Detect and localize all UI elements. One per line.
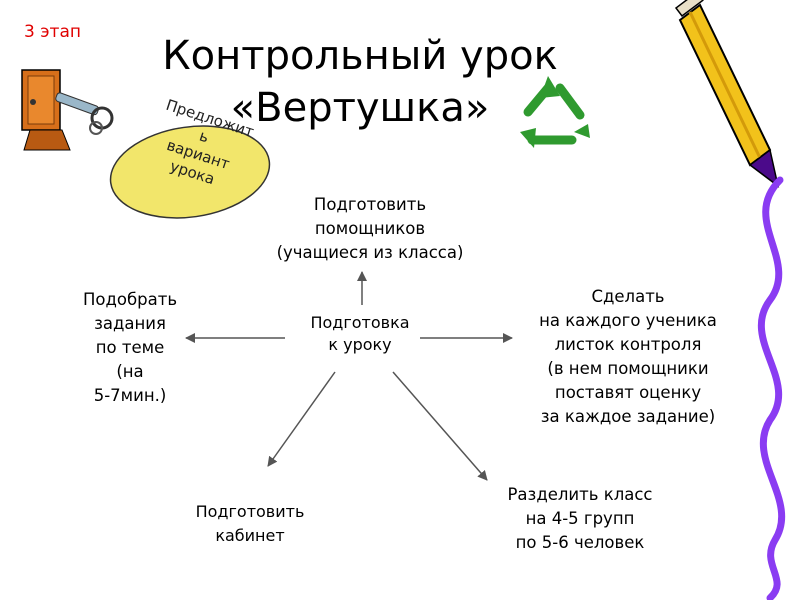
door-key-icon [21,69,114,151]
top-node: Подготовить помощников (учащиеся из клас… [230,193,510,265]
left-line: по теме [95,338,165,357]
arrow-to-bottom-left [267,371,336,467]
bottom-right-line: Разделить класс [507,485,653,504]
arrow-to-bottom-right [392,371,488,481]
pencil-icon [674,0,780,188]
bottom-left-line: Подготовить [195,502,305,521]
ribbon-decoration [757,176,785,600]
right-line: за каждое задание) [540,407,716,426]
right-node: Сделать на каждого ученика листок контро… [508,285,748,429]
bottom-left-node: Подготовить кабинет [170,500,330,548]
top-line: Подготовить [313,195,427,214]
left-node: Подобрать задания по теме (на 5-7мин.) [55,288,205,408]
recycle-icon [520,76,590,148]
left-line: 5-7мин.) [93,386,167,405]
right-line: Сделать [591,287,665,306]
left-line: задания [94,314,166,333]
right-line: на каждого ученика [539,311,717,330]
left-line: Подобрать [82,290,178,309]
right-line: поставят оценку [554,383,702,402]
title-line: Контрольный урок [162,33,558,79]
page-title: Контрольный урок «Вертушка» [120,30,600,134]
top-line: (учащиеся из класса) [276,243,464,262]
suggestion-oval [109,125,271,219]
title-line: «Вертушка» [230,85,490,131]
center-line: к уроку [328,335,392,354]
center-node: Подготовка к уроку [290,312,430,356]
bottom-left-line: кабинет [215,526,285,545]
bottom-right-line: на 4-5 групп [525,509,635,528]
left-line: (на [116,362,144,381]
stage-label: 3 этап [24,22,81,42]
right-line: (в нем помощники [547,359,709,378]
bottom-right-node: Разделить класс на 4-5 групп по 5-6 чело… [485,483,675,555]
right-line: листок контроля [554,335,702,354]
top-line: помощников [314,219,426,238]
bottom-right-line: по 5-6 человек [515,533,645,552]
center-line: Подготовка [310,313,410,332]
